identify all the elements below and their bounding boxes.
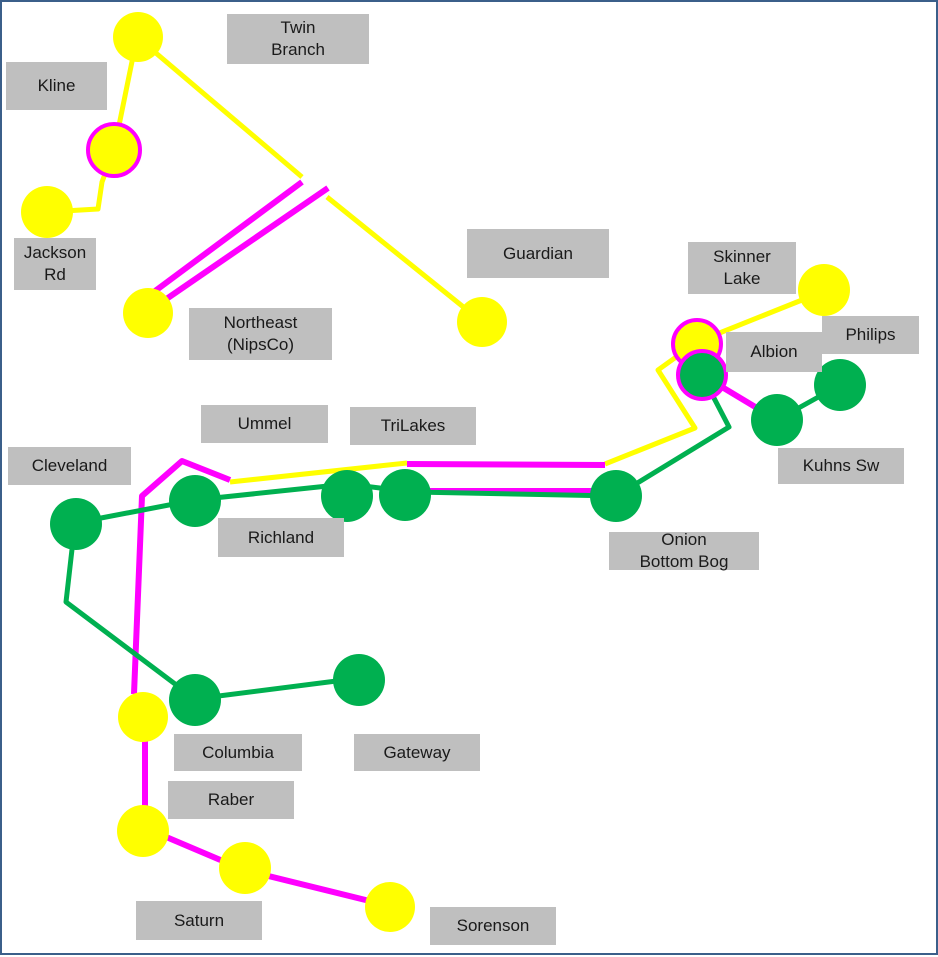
node-guardian (457, 297, 507, 347)
node-twin-branch (113, 12, 163, 62)
label-saturn: Saturn (136, 901, 262, 940)
label-trilakes: TriLakes (350, 407, 476, 445)
label-guardian: Guardian (467, 229, 609, 278)
node-columbia-yellow (118, 692, 168, 742)
node-saturn (219, 842, 271, 894)
node-columbia (169, 674, 221, 726)
label-onion-bottom-bog: Onion Bottom Bog (609, 530, 759, 571)
line-tap-guardian (325, 195, 484, 324)
label-richland: Richland (218, 518, 344, 557)
node-trilakes (379, 469, 431, 521)
node-raber (117, 805, 169, 857)
line-cleveland-columbia (63, 522, 361, 702)
node-kuhns-sw (751, 394, 803, 446)
line-raber-saturn-sorenson (142, 740, 391, 909)
node-skinner-lake (798, 264, 850, 316)
yellow-nodes (21, 12, 850, 932)
label-raber: Raber (168, 781, 294, 819)
label-columbia: Columbia (174, 734, 302, 771)
label-philips: Philips (822, 316, 919, 354)
green-nodes (50, 359, 866, 726)
node-onion-bottom-bog (590, 470, 642, 522)
line-ummel-trilakes (229, 460, 408, 485)
node-ummel (321, 470, 373, 522)
label-northeast: Northeast (NipsCo) (189, 308, 332, 360)
label-cleveland: Cleveland (8, 447, 131, 485)
node-gateway (333, 654, 385, 706)
node-northeast (123, 288, 173, 338)
line-northeast-a (145, 179, 304, 300)
line-twin-branch-guardian (135, 35, 304, 179)
node-albion (676, 349, 728, 401)
label-kline: Kline (6, 62, 107, 110)
label-sorenson: Sorenson (430, 907, 556, 945)
label-skinner-lake: Skinner Lake (688, 242, 796, 294)
label-kuhns-sw: Kuhns Sw (778, 448, 904, 484)
label-twin-branch: Twin Branch (227, 14, 369, 64)
label-ummel: Ummel (201, 405, 328, 443)
node-richland (169, 475, 221, 527)
line-trilakes-onion (406, 461, 606, 468)
label-gateway: Gateway (354, 734, 480, 771)
line-ummel-columbia (131, 458, 232, 695)
node-jackson-rd (21, 186, 73, 238)
node-cleveland (50, 498, 102, 550)
node-sorenson (365, 882, 415, 932)
line-twin-branch-kline (46, 36, 140, 215)
node-philips (814, 359, 866, 411)
line-onion-skinner (604, 287, 828, 467)
label-albion: Albion (726, 332, 822, 372)
node-kline (86, 122, 142, 178)
label-jackson-rd: Jackson Rd (14, 238, 96, 290)
line-northeast-b (160, 185, 330, 305)
